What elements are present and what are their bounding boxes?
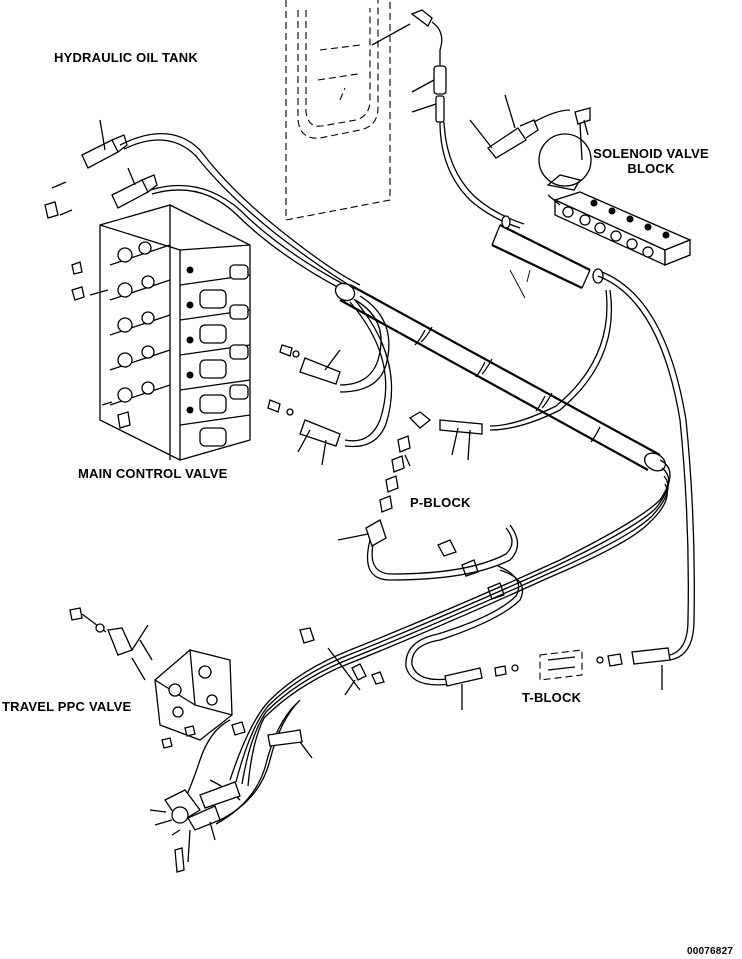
- p-block: [337, 411, 505, 600]
- travel-ppc-valve: [69, 607, 241, 873]
- ppc-hose-fittings: [231, 627, 385, 759]
- piping-lines: [119, 121, 695, 825]
- label-solenoid-valve-block: SOLENOID VALVE BLOCK: [593, 146, 709, 176]
- tank-top-fittings: [371, 9, 447, 123]
- t-block: [444, 647, 671, 710]
- mcv-right-fittings: [267, 344, 341, 466]
- label-p-block: P-BLOCK: [410, 495, 471, 510]
- label-travel-ppc-valve: TRAVEL PPC VALVE: [2, 699, 132, 714]
- solenoid-valve-block: [538, 107, 692, 267]
- solenoid-hose-fitting: [469, 94, 571, 159]
- hydraulic-oil-tank: [285, 0, 391, 221]
- drawing-number: 00076827: [687, 946, 734, 957]
- mcv-top-fittings: [81, 119, 158, 209]
- leader-lines: [509, 269, 531, 299]
- label-main-control-valve: MAIN CONTROL VALVE: [78, 466, 228, 481]
- label-t-block: T-BLOCK: [522, 690, 582, 705]
- main-control-valve: [44, 181, 251, 461]
- label-hydraulic-oil-tank: HYDRAULIC OIL TANK: [54, 50, 198, 65]
